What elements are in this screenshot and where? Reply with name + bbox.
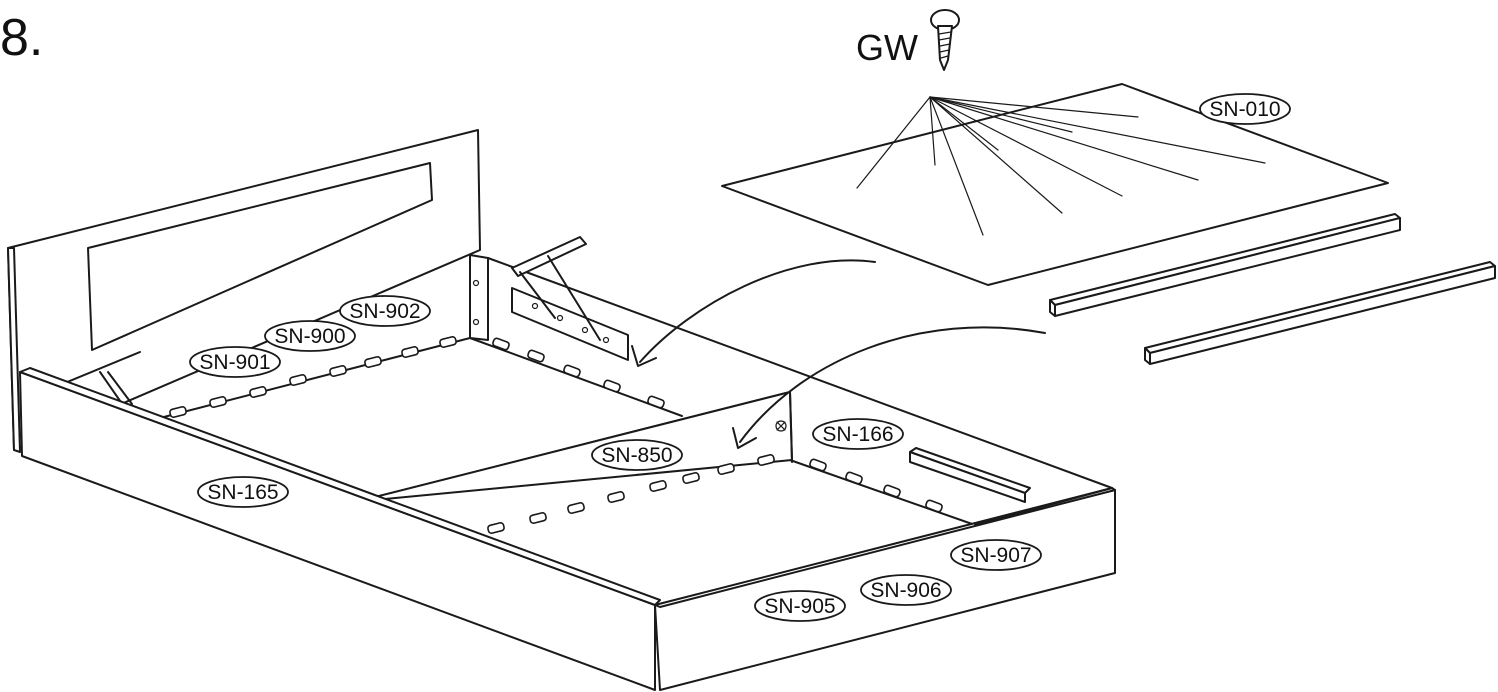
small-batten — [909, 447, 1031, 503]
insertion-arrows — [631, 259, 1046, 449]
lift-mechanism — [511, 236, 629, 361]
headboard — [7, 129, 481, 453]
label-sn-907: SN-907 — [950, 539, 1042, 571]
label-sn-905: SN-905 — [754, 590, 846, 622]
svg-text:SN-902: SN-902 — [349, 300, 420, 323]
dowel-row-middle — [487, 454, 775, 534]
side-panel-back — [469, 254, 1113, 489]
svg-text:SN-010: SN-010 — [1209, 98, 1280, 121]
svg-text:SN-905: SN-905 — [764, 595, 835, 618]
label-sn-850: SN-850 — [591, 439, 683, 471]
label-sn-902: SN-902 — [339, 295, 431, 327]
dowels — [169, 336, 943, 534]
svg-text:SN-850: SN-850 — [601, 444, 672, 467]
label-sn-166: SN-166 — [812, 418, 904, 450]
dowel-row-front-right — [809, 458, 943, 513]
front-side-rail — [19, 367, 661, 691]
svg-text:SN-907: SN-907 — [960, 544, 1031, 567]
label-sn-906: SN-906 — [860, 574, 952, 606]
screw-icon — [930, 9, 960, 71]
label-sn-010: SN-010 — [1199, 93, 1291, 125]
label-sn-165: SN-165 — [197, 476, 289, 508]
svg-text:SN-900: SN-900 — [274, 325, 345, 348]
svg-text:SN-901: SN-901 — [199, 351, 270, 374]
label-sn-900: SN-900 — [264, 320, 356, 352]
svg-text:SN-906: SN-906 — [870, 579, 941, 602]
fastener-code: GW — [856, 27, 918, 68]
part-labels: SN-010 SN-902 SN-900 SN-901 SN-166 SN-85… — [189, 93, 1291, 622]
dowel-row-back-left — [169, 336, 457, 418]
svg-text:SN-165: SN-165 — [207, 481, 278, 504]
label-sn-901: SN-901 — [189, 346, 281, 378]
battens — [1049, 213, 1496, 365]
svg-text:SN-166: SN-166 — [822, 423, 893, 446]
step-number: 8. — [0, 9, 43, 67]
dowel-row-back-right — [492, 337, 665, 409]
bottom-board — [721, 83, 1389, 286]
screw-guide-lines — [856, 96, 1266, 236]
middle-divider — [374, 391, 793, 501]
